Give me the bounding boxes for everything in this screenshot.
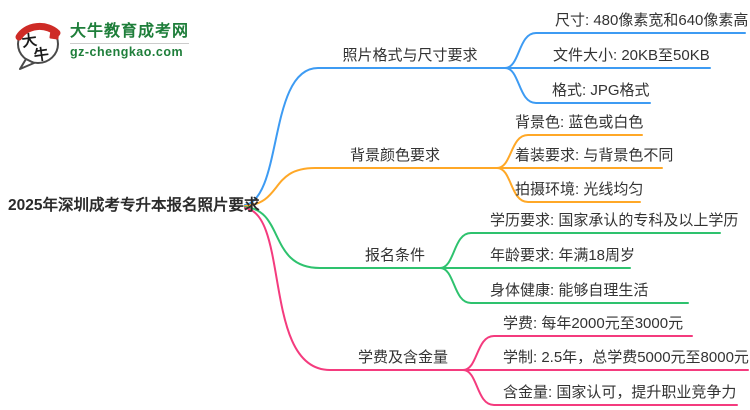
root-node: 2025年深圳成考专升本报名照片要求: [8, 197, 260, 214]
leaf-node-environment: 拍摄环境: 光线均匀: [515, 181, 644, 198]
branch1-main-line: [244, 67, 506, 206]
bull-speech-bubble-icon: 大 牛: [15, 22, 61, 70]
leaf-node-format: 格式: JPG格式: [552, 82, 650, 99]
branch2-leaf1-line: [496, 134, 643, 169]
branch4-leaf1-line: [462, 335, 693, 371]
leaf-node-filesize: 文件大小: 20KB至50KB: [553, 47, 710, 64]
leaf-node-value: 含金量: 国家认可，提升职业竞争力: [503, 384, 737, 401]
leaf-node-bgcolor: 背景色: 蓝色或白色: [515, 114, 644, 131]
branch-node-photo-format: 照片格式与尺寸要求: [342, 47, 478, 64]
leaf-node-clothing: 着装要求: 与背景色不同: [515, 147, 674, 164]
logo-char-2: 牛: [33, 45, 50, 65]
branch-node-requirements: 报名条件: [364, 247, 425, 264]
site-name: 大牛教育成考网: [70, 23, 190, 40]
site-url: gz-chengkao.com: [70, 43, 190, 60]
branch1-leaf1-line: [504, 32, 746, 69]
branch3-leaf1-line: [439, 232, 721, 269]
branch2-main-line: [244, 167, 498, 207]
branch2-leaf3-line: [496, 167, 641, 203]
branch4-main-line: [244, 207, 464, 371]
leaf-node-education: 学历要求: 国家承认的专科及以上学历: [490, 212, 739, 229]
branch1-leaf3-line: [504, 67, 651, 104]
leaf-node-age: 年龄要求: 年满18周岁: [490, 247, 636, 264]
leaf-node-duration: 学制: 2.5年，总学费5000元至8000元: [503, 349, 749, 366]
branch3-main-line: [244, 206, 441, 269]
leaf-node-size: 尺寸: 480像素宽和640像素高: [555, 12, 749, 29]
branch-node-tuition-value: 学费及含金量: [357, 349, 448, 366]
site-logo: 大 牛 大牛教育成考网 gz-chengkao.com: [14, 16, 190, 70]
leaf-node-health: 身体健康: 能够自理生活: [490, 282, 649, 299]
logo-char-1: 大: [21, 31, 38, 51]
branch-node-background-color: 背景颜色要求: [349, 147, 440, 164]
branch4-leaf3-line: [462, 369, 738, 406]
leaf-node-tuition: 学费: 每年2000元至3000元: [503, 315, 684, 332]
branch3-leaf3-line: [439, 267, 689, 304]
